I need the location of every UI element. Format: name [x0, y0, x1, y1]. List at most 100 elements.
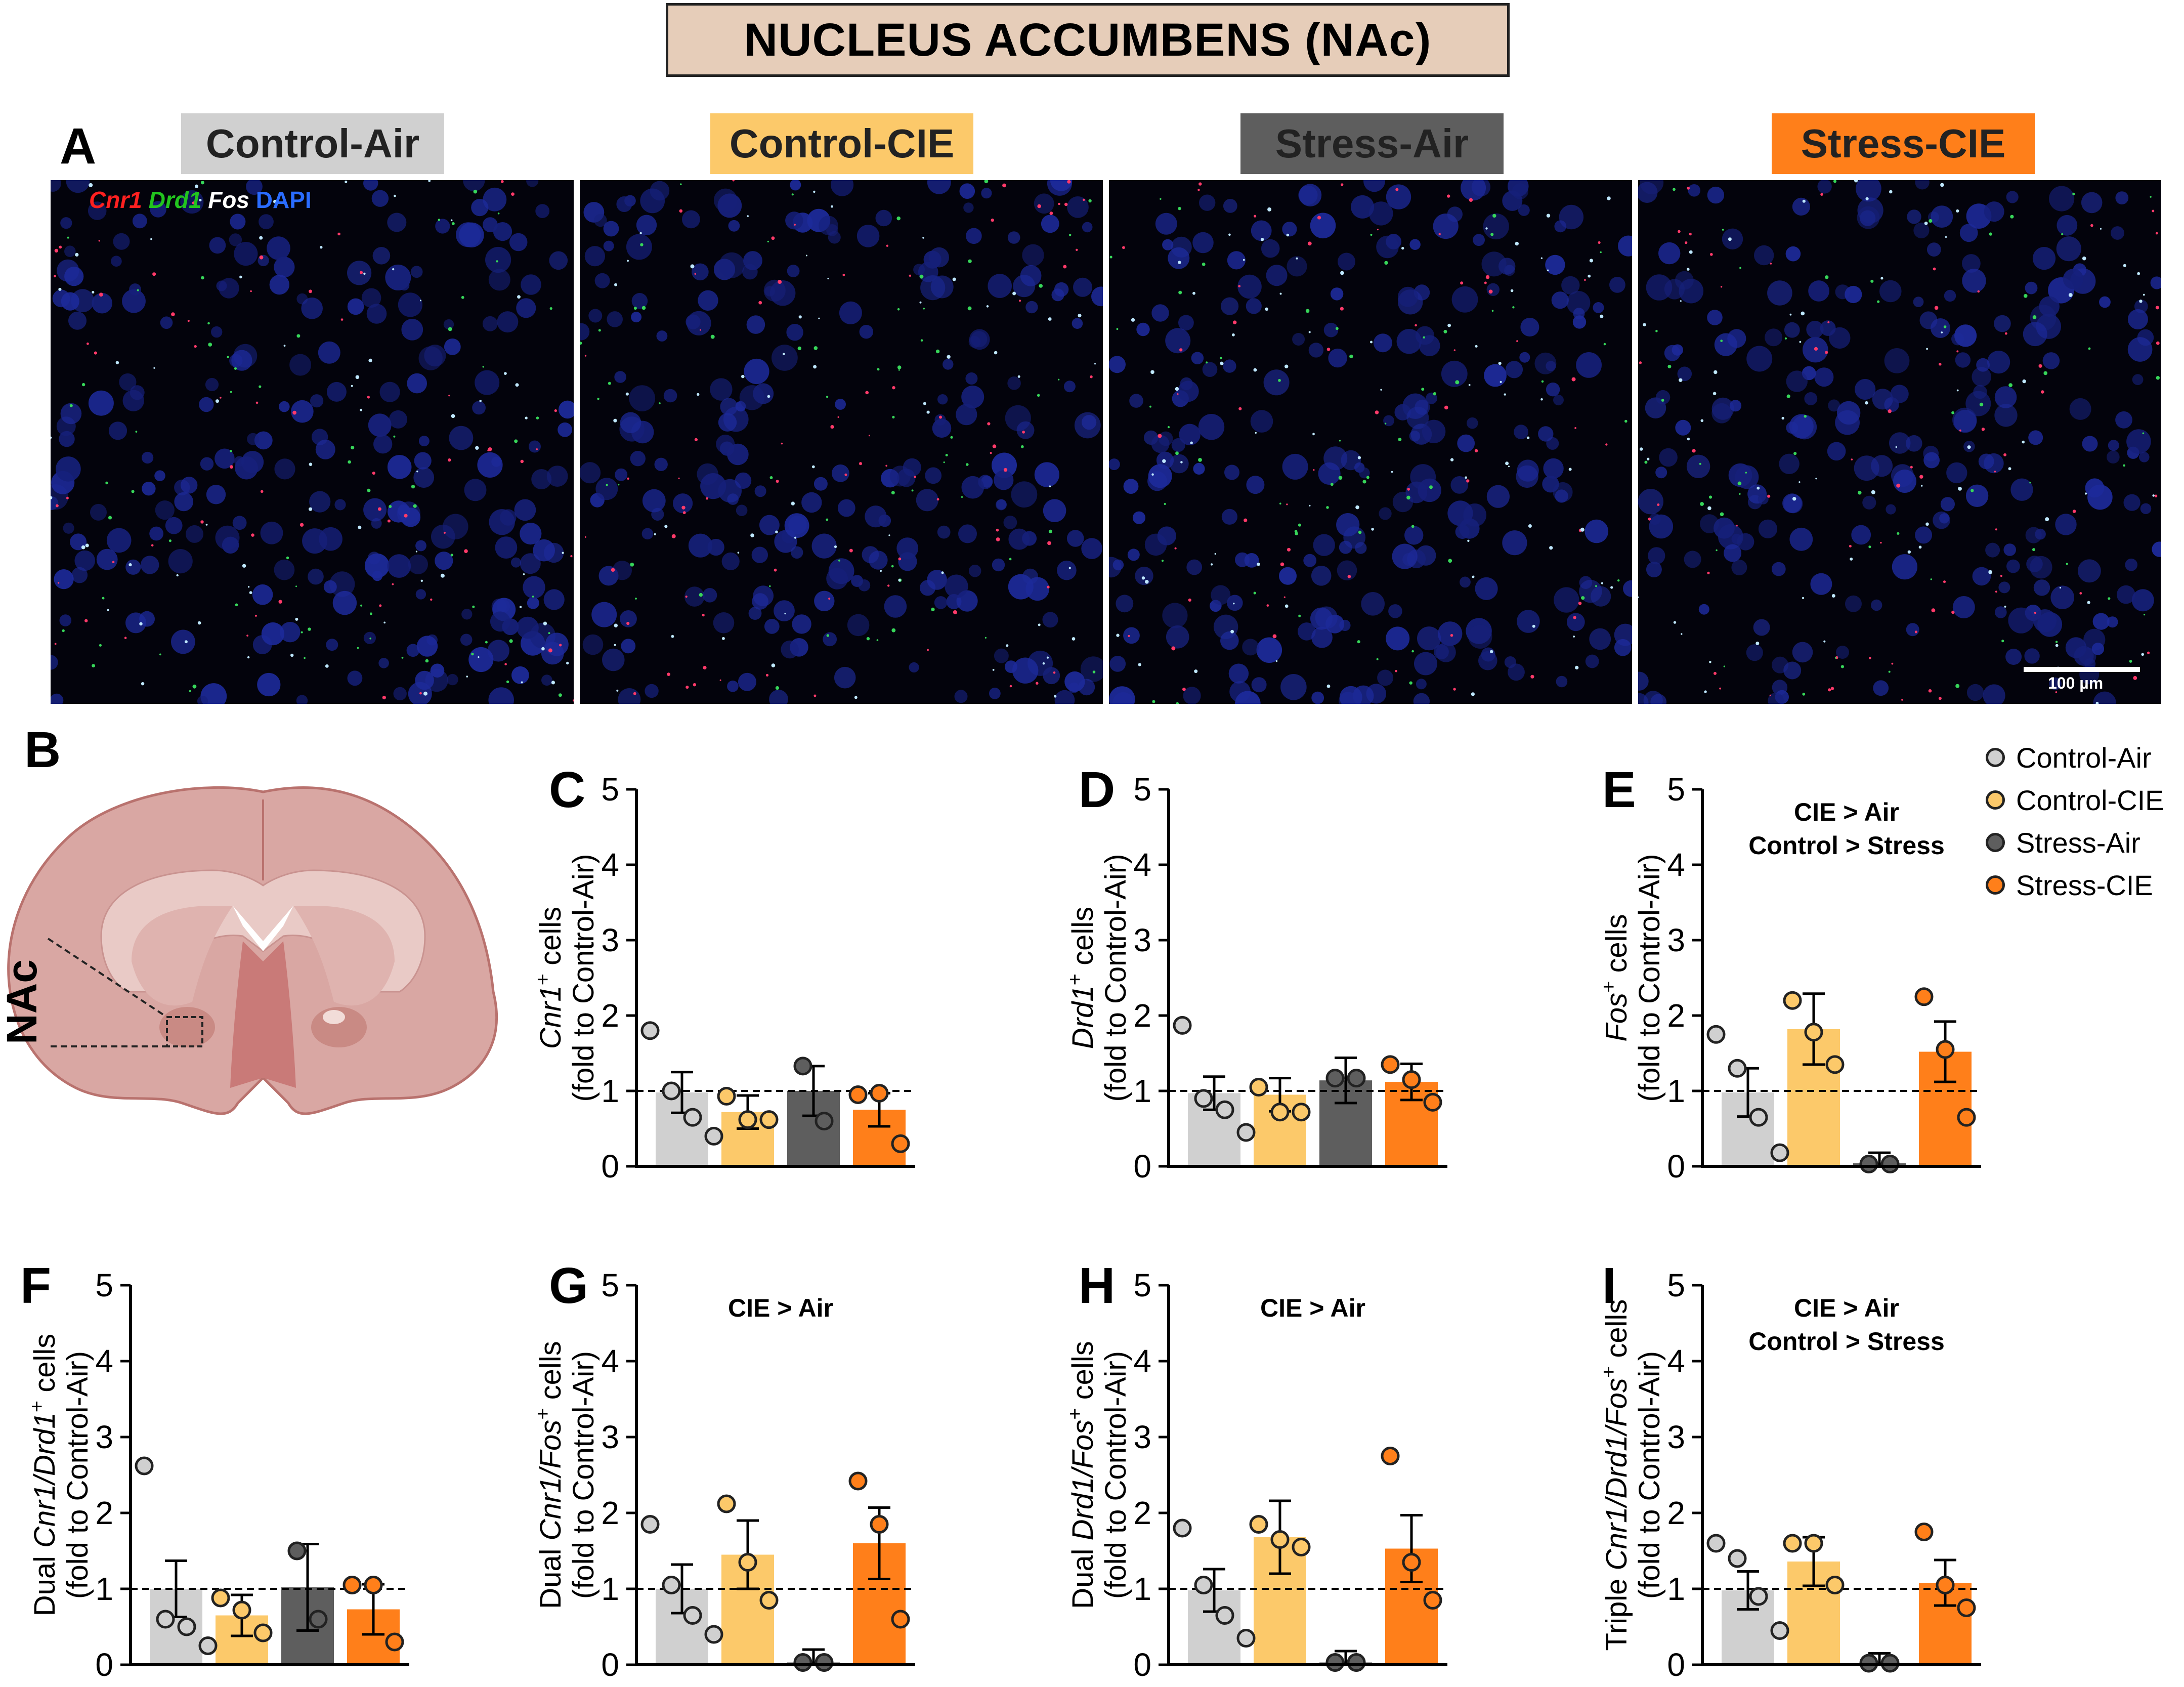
puncta-dot — [1736, 525, 1738, 527]
nucleus-blob — [142, 482, 156, 496]
puncta-dot — [1176, 702, 1179, 704]
data-point — [1325, 1653, 1345, 1672]
nucleus-blob — [54, 569, 74, 589]
puncta-dot — [1934, 306, 1939, 310]
nucleus-blob — [1025, 577, 1049, 601]
y-tick-label: 0 — [601, 1647, 619, 1683]
puncta-dot — [2045, 517, 2049, 522]
nucleus-blob — [1520, 318, 1539, 336]
puncta-dot — [1709, 252, 1713, 256]
nucleus-blob — [884, 595, 907, 618]
y-tick-label: 3 — [601, 1419, 619, 1455]
puncta-dot — [686, 686, 689, 689]
puncta-dot — [1447, 194, 1450, 198]
nucleus-blob — [1404, 526, 1424, 545]
nucleus-blob — [125, 559, 141, 575]
puncta-dot — [2152, 494, 2155, 497]
nucleus-blob — [719, 252, 745, 278]
puncta-dot — [2133, 676, 2137, 680]
puncta-dot — [1880, 277, 1883, 280]
puncta-dot — [1526, 436, 1530, 440]
nucleus-blob — [1486, 485, 1510, 508]
nucleus-blob — [584, 246, 605, 267]
puncta-dot — [230, 391, 232, 393]
puncta-dot — [797, 346, 801, 351]
nucleus-blob — [497, 311, 519, 333]
nucleus-blob — [155, 500, 175, 520]
nucleus-blob — [1337, 560, 1357, 580]
nucleus-blob — [989, 688, 1001, 699]
legend-label: Control-CIE — [2016, 784, 2164, 816]
puncta-dot — [208, 343, 212, 347]
puncta-dot — [813, 365, 817, 369]
puncta-dot — [1804, 415, 1807, 418]
nucleus-blob — [1157, 526, 1176, 545]
puncta-dot — [254, 614, 257, 617]
panel-letter: H — [1079, 1257, 1115, 1314]
puncta-dot — [2150, 196, 2152, 198]
puncta-dot — [2123, 464, 2125, 467]
nucleus-blob — [875, 209, 892, 227]
data-point — [662, 1081, 681, 1101]
puncta-dot — [1573, 636, 1575, 638]
puncta-dot — [472, 605, 475, 608]
y-tick-label: 4 — [1667, 1343, 1685, 1379]
puncta-dot — [1687, 187, 1690, 190]
puncta-dot — [1757, 486, 1760, 490]
puncta-dot — [325, 664, 329, 668]
nucleus-blob — [823, 632, 837, 647]
puncta-dot — [1197, 189, 1200, 191]
nucleus-blob — [371, 518, 382, 529]
puncta-dot — [1648, 517, 1651, 521]
data-point — [177, 1617, 196, 1636]
micrograph-control-air — [51, 180, 574, 704]
nucleus-blob — [1237, 274, 1262, 299]
puncta-dot — [1639, 361, 1642, 364]
puncta-dot — [1228, 233, 1231, 236]
puncta-dot — [1929, 219, 1933, 223]
puncta-dot — [826, 396, 829, 398]
nucleus-blob — [1379, 507, 1392, 520]
brain-striatum-left — [132, 906, 233, 1006]
y-tick-label: 4 — [95, 1343, 113, 1379]
nucleus-blob — [835, 399, 846, 410]
puncta-dot — [1164, 503, 1166, 505]
puncta-dot — [392, 268, 395, 271]
puncta-dot — [1687, 437, 1690, 441]
nucleus-blob — [920, 275, 946, 301]
nucleus-blob — [296, 695, 308, 704]
nucleus-blob — [1890, 385, 1909, 403]
nucleus-blob — [1546, 361, 1556, 371]
nucleus-blob — [2091, 643, 2105, 655]
nucleus-blob — [1450, 476, 1469, 494]
puncta-dot — [838, 559, 840, 562]
nucleus-blob — [594, 273, 610, 288]
nucleus-blob — [759, 515, 780, 535]
puncta-dot — [2043, 371, 2047, 375]
puncta-dot — [286, 556, 289, 560]
data-point — [1270, 1103, 1290, 1122]
puncta-dot — [608, 382, 611, 385]
nucleus-blob — [2033, 579, 2050, 596]
nucleus-blob — [1414, 652, 1437, 676]
nucleus-blob — [1323, 446, 1348, 471]
puncta-dot — [2008, 383, 2012, 387]
nucleus-blob — [1919, 311, 1938, 329]
nucleus-blob — [1585, 654, 1599, 668]
brain-septum — [230, 941, 296, 1088]
data-point — [1825, 1576, 1845, 1594]
nucleus-blob — [645, 684, 659, 698]
puncta-dot — [1716, 549, 1718, 552]
nucleus-blob — [1447, 206, 1463, 222]
puncta-dot — [1447, 323, 1451, 327]
puncta-dot — [1708, 495, 1712, 499]
puncta-dot — [1326, 348, 1331, 351]
panel-letter: G — [549, 1257, 588, 1314]
nucleus-blob — [1614, 639, 1632, 656]
nucleus-blob — [1426, 392, 1437, 404]
puncta-dot — [994, 351, 998, 355]
puncta-dot — [769, 585, 771, 587]
